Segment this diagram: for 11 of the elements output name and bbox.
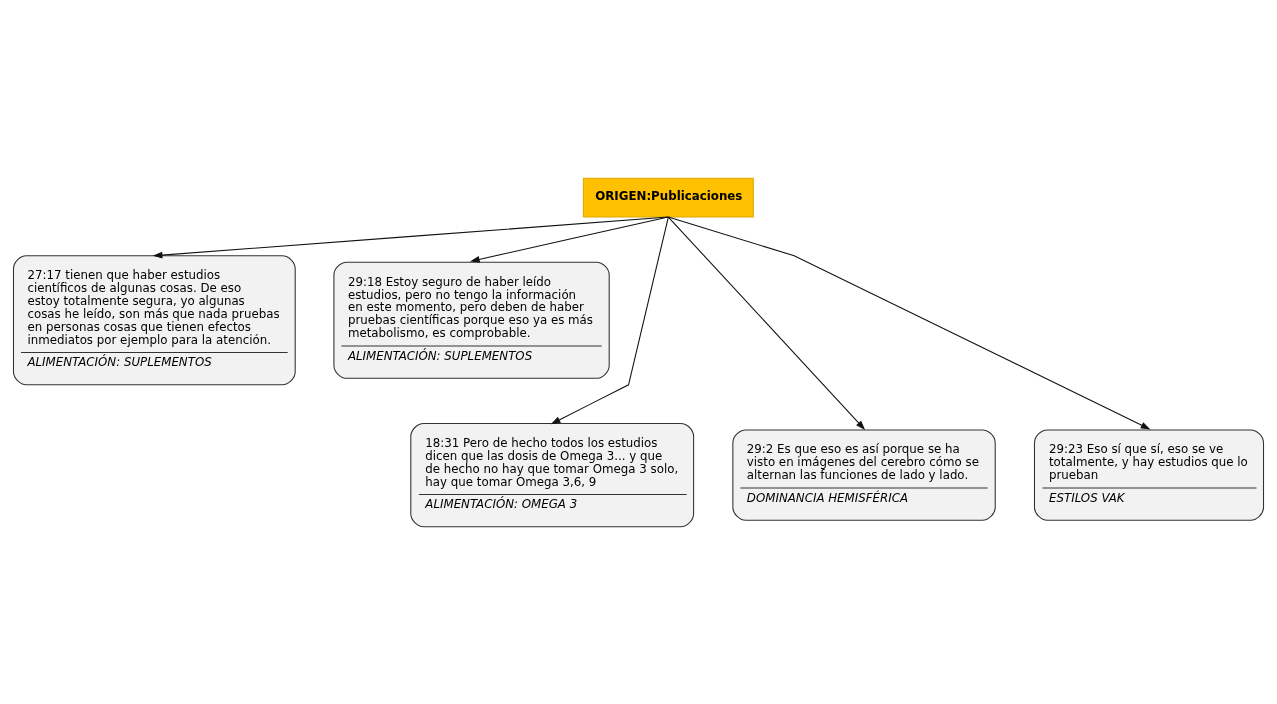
arrow	[152, 215, 669, 258]
arrow	[550, 215, 669, 424]
node-box: 27:17 tienen que haber estudios científicos de algunas cosas. De eso estoy totalmente segura, yo algunas cosas he leído, son más que nada pruebas en personas cosas que tienen efectos inmediatos por ejemplo para la atención. ALIMENTACIÓN: SUPLEMENTOS	[12, 254, 296, 385]
node-box: ORIGEN:Publicaciones	[582, 177, 754, 218]
node-box: 18:31 Pero de hecho todos los estudios dicen que las dosis de Omega 3... y que de hecho no hay que tomar Omega 3 solo, hay que tomar Omega 3,6, 9 ALIMENTACIÓN: OMEGA 3	[410, 422, 695, 527]
arrow	[667, 215, 1151, 430]
node-box: 29:2 Es que eso es así porque se ha visto en imágenes del cerebro cómo se alternan las funciones de lado y lado. DOMINANCIA HEMISFÉRICA	[732, 428, 996, 521]
arrow	[469, 215, 669, 263]
node-box: 29:18 Estoy seguro de haber leído estudios, pero no tengo la información en este momento, pero deben de haber pruebas científicas porque eso ya es más metabolismo, es comprobable. ALIMENTACIÓN: SUPLEMENTOS	[333, 261, 610, 379]
arrow	[667, 215, 866, 430]
node-box: 29:23 Eso sí que sí, eso se ve totalmente, y hay estudios que lo prueban ESTILOS VAK	[1033, 428, 1265, 521]
